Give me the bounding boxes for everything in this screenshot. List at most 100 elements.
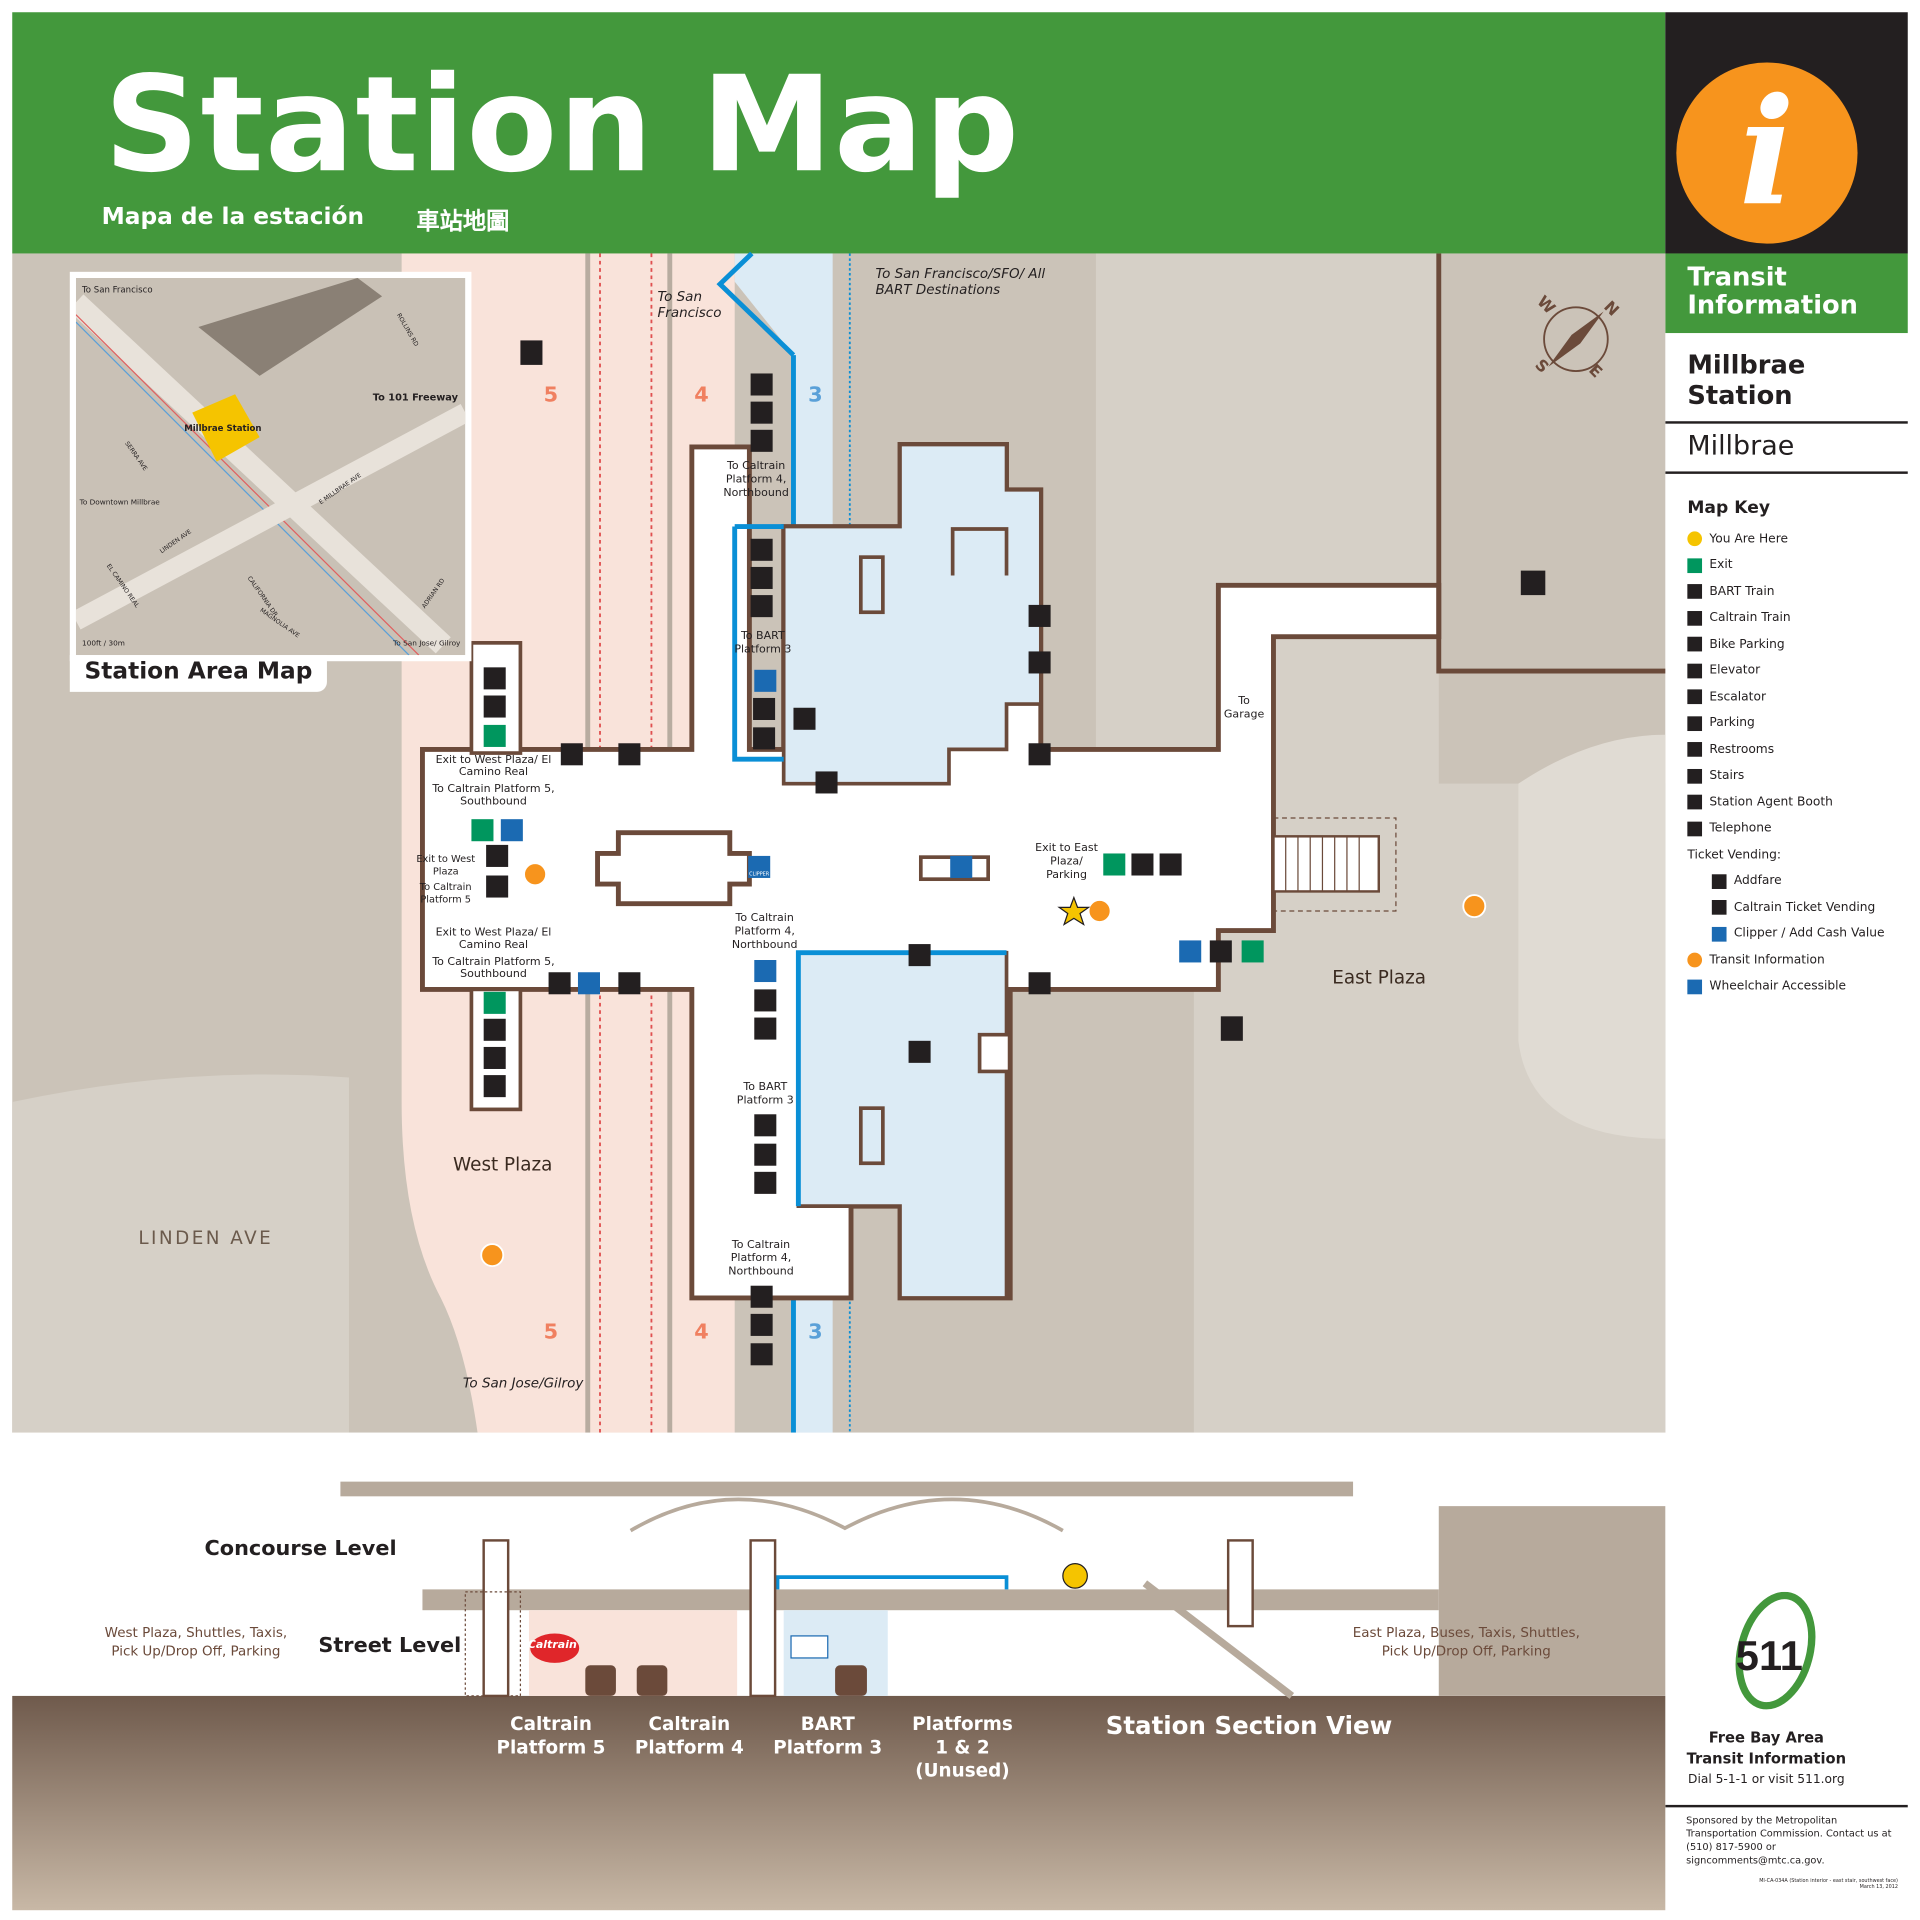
clipper-icon xyxy=(748,855,771,878)
bart-mezzanine-south xyxy=(796,950,1009,1300)
divider xyxy=(1665,471,1908,474)
map-key-item: Restrooms xyxy=(1687,741,1774,758)
clipper-icon xyxy=(1711,926,1727,942)
bart-train-icon xyxy=(754,1017,777,1040)
to-caltrain-4-label: To Caltrain Platform 4, Northbound xyxy=(731,912,798,952)
you-are-here-star-icon xyxy=(1057,895,1091,926)
track-number-5: 5 xyxy=(543,383,559,408)
east-stairs xyxy=(1272,835,1381,893)
bart-train-icon xyxy=(753,727,776,750)
caltrain-ticket-vending-icon xyxy=(560,743,583,766)
map-key-item: Escalator xyxy=(1687,688,1766,705)
to-caltrain-5-label: To Caltrain Platform 5 xyxy=(419,881,472,905)
stairs-icon xyxy=(1159,853,1182,876)
divider xyxy=(1665,1804,1908,1808)
parking-lot xyxy=(1518,734,1666,1139)
escalator-icon xyxy=(754,1114,777,1137)
map-key-item: Elevator xyxy=(1687,662,1760,679)
caltrain-train-icon xyxy=(486,875,509,898)
station-area-inset: Millbrae Station SERRA AVE LINDEN AVE EL… xyxy=(68,271,472,662)
511-logo: 511 xyxy=(1720,1591,1818,1714)
map-key-item: BART Train xyxy=(1687,583,1775,600)
exit-icon xyxy=(483,724,506,747)
transit-information-icon: i xyxy=(1676,62,1858,244)
subtitle-chinese: 車站地圖 xyxy=(416,208,510,236)
bart-train-icon xyxy=(750,538,773,561)
map-key-label: Caltrain Train xyxy=(1709,611,1791,625)
exit-icon xyxy=(1687,557,1703,573)
west-note: West Plaza, Shuttles, Taxis, Pick Up/Dro… xyxy=(104,1624,288,1660)
map-key-item: You Are Here xyxy=(1687,530,1788,547)
you-are-here-icon xyxy=(1062,1563,1088,1589)
caltrain-train-icon xyxy=(636,1665,668,1696)
to-san-jose-label: To San Jose/Gilroy xyxy=(462,1375,584,1392)
exit-icon xyxy=(1103,853,1126,876)
map-key-item: Addfare xyxy=(1711,872,1782,889)
telephone-icon xyxy=(618,972,641,995)
511-text: 511 xyxy=(1736,1632,1803,1679)
east-plaza-label: East Plaza xyxy=(1332,966,1427,989)
telephone-icon xyxy=(618,743,641,766)
doc-id: MI-CA-034A (Station interior - east stai… xyxy=(1759,1877,1898,1884)
escalator-icon xyxy=(750,1285,773,1308)
road-east xyxy=(1095,253,1666,1433)
restroom-men-icon xyxy=(1028,604,1051,627)
ticket-vending-heading: Ticket Vending: xyxy=(1687,847,1782,862)
stairs-icon xyxy=(754,1143,777,1166)
linden-ave-label: LINDEN AVE xyxy=(138,1226,274,1249)
exit-west-label: Exit to West Plaza/ El Camino Real xyxy=(435,926,552,952)
map-key-item: Stairs xyxy=(1687,767,1744,784)
elevator-icon xyxy=(1209,940,1232,963)
caltrain-logo-text: Caltrain xyxy=(527,1639,577,1652)
caltrain-ticket-vending-icon xyxy=(548,972,571,995)
city-name: Millbrae xyxy=(1687,431,1795,462)
track-number-4: 4 xyxy=(694,383,709,408)
parking-icon xyxy=(1687,715,1703,731)
bart-logo xyxy=(790,1635,829,1659)
ground xyxy=(12,1695,1666,1911)
wheelchair-icon xyxy=(500,819,523,842)
transit-info-icon xyxy=(523,862,548,887)
station-agent-booth-icon xyxy=(1687,794,1703,810)
bart-train-icon xyxy=(754,1171,777,1194)
platform-label: Platforms 1 & 2 (Unused) xyxy=(912,1713,1013,1782)
inset-station-label: Millbrae Station xyxy=(184,424,261,434)
subtitle-spanish: Mapa de la estación xyxy=(101,203,365,231)
stairs-icon xyxy=(483,695,506,718)
map-icons xyxy=(483,340,1546,1366)
map-key-label: Stairs xyxy=(1709,768,1745,783)
stairs-icon xyxy=(483,1018,506,1041)
map-key-label: Wheelchair Accessible xyxy=(1709,979,1847,994)
map-key-label: Transit Information xyxy=(1709,953,1825,967)
map-key-item: Transit Information xyxy=(1687,951,1825,968)
map-key-label: Escalator xyxy=(1709,690,1766,704)
east-note: East Plaza, Buses, Taxis, Shuttles, Pick… xyxy=(1352,1624,1580,1660)
inset-note: To San Francisco xyxy=(81,286,153,296)
caltrain-train-icon xyxy=(585,1665,616,1696)
track-number-3: 3 xyxy=(808,383,823,408)
free-info-line2: Transit Information xyxy=(1686,1749,1847,1767)
map-key-item: Caltrain Train xyxy=(1687,609,1791,626)
garage-building xyxy=(1438,1506,1666,1696)
map-key-label: Bike Parking xyxy=(1709,637,1785,651)
road-linden xyxy=(12,1074,349,1433)
map-key-item: Clipper / Add Cash Value xyxy=(1711,925,1885,942)
telephone-icon xyxy=(1687,821,1703,836)
exit-west-label: Exit to West Plaza xyxy=(416,853,476,877)
telephone-icon xyxy=(1028,743,1051,766)
map-key-label: Elevator xyxy=(1709,663,1761,678)
map-key-label: Parking xyxy=(1709,716,1755,730)
map-key-item: Caltrain Ticket Vending xyxy=(1711,899,1875,916)
station-name: Millbrae Station xyxy=(1687,350,1806,411)
track-number-5: 5 xyxy=(543,1320,559,1345)
inset-note: To San Jose/ Gilroy xyxy=(392,638,461,647)
station-agent-booth-icon xyxy=(815,771,838,794)
to-san-francisco-label: To San Francisco xyxy=(657,288,722,321)
map-key-item: Parking xyxy=(1687,714,1755,731)
west-plaza-label: West Plaza xyxy=(453,1153,553,1176)
you-are-here-icon xyxy=(1687,531,1703,547)
exit-icon xyxy=(483,991,506,1014)
concourse-level-label: Concourse Level xyxy=(204,1536,397,1562)
concourse-floor xyxy=(422,1589,1439,1611)
